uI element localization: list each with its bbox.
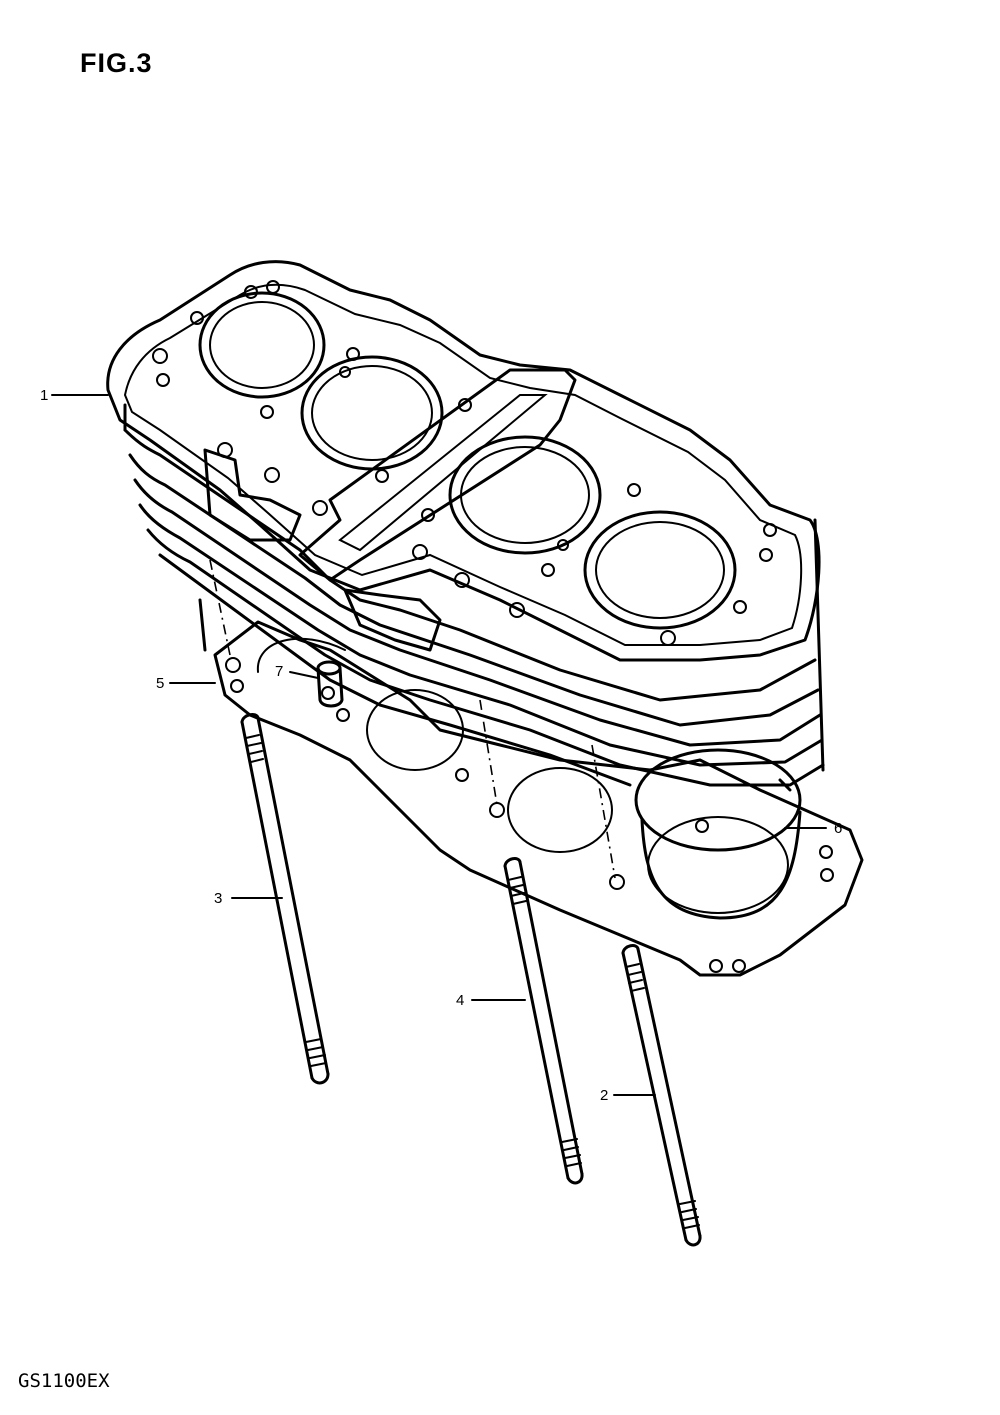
callout-6: 6 [834,820,842,837]
stud-right [621,944,702,1247]
stud-long-left [240,713,330,1085]
cylinder-base-gasket [213,620,864,977]
callout-1: 1 [40,387,48,404]
callout-5: 5 [156,675,164,692]
callout-2: 2 [600,1087,608,1104]
alignment-lines [209,559,616,879]
callout-3: 3 [214,890,222,907]
dowel-pin [316,660,344,708]
callout-4: 4 [456,992,464,1009]
model-code: GS1100EX [18,1370,110,1392]
callouts: 1 2 3 4 5 6 7 [40,387,842,1104]
o-ring [634,748,802,920]
callout-7: 7 [275,663,283,680]
cylinder-block [106,260,825,792]
stud-middle [503,857,584,1185]
figure-title: FIG.3 [80,48,153,78]
